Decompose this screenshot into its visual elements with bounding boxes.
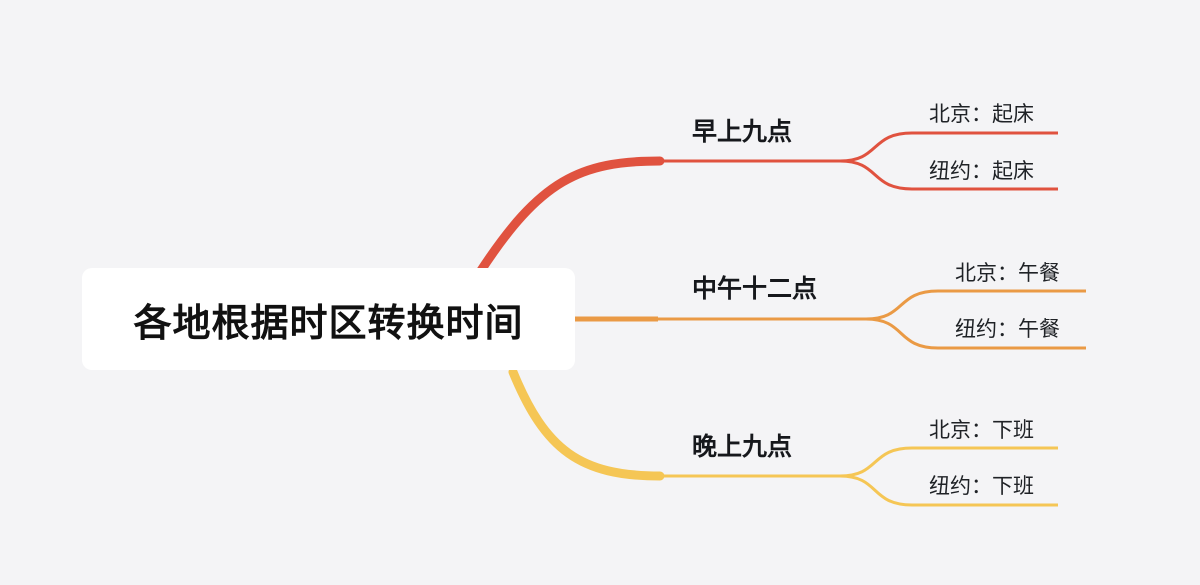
branch-2-label[interactable]: 中午十二点 <box>692 274 818 303</box>
connector-root-to-branch-3 <box>508 367 665 481</box>
root-node[interactable]: 各地根据时区转换时间 <box>82 268 575 370</box>
leaf-2-2-label[interactable]: 纽约：午餐 <box>955 317 1060 341</box>
branch-3-label[interactable]: 晚上九点 <box>692 432 793 461</box>
leaf-1-1-label[interactable]: 北京：起床 <box>929 102 1034 126</box>
leaf-1-2-label[interactable]: 纽约：起床 <box>929 159 1034 183</box>
connector-branch-3-leaf-1 <box>839 446 1058 478</box>
leaf-2-1-label[interactable]: 北京：午餐 <box>955 261 1060 285</box>
connector-branch-2-leaf-1 <box>865 289 1086 321</box>
connector-branch-1-leaf-2 <box>839 159 1058 191</box>
connector-branch-2-leaf-2 <box>865 317 1086 350</box>
branch-1-label[interactable]: 早上九点 <box>692 117 793 146</box>
root-title: 各地根据时区转换时间 <box>133 300 524 345</box>
connector-branch-1-leaf-1 <box>839 131 1058 163</box>
leaf-3-1-label[interactable]: 北京：下班 <box>929 418 1034 442</box>
connector-branch-3-leaf-2 <box>839 474 1058 507</box>
leaf-3-2-label[interactable]: 纽约：下班 <box>929 474 1034 498</box>
connector-root-to-branch-1 <box>475 156 665 277</box>
